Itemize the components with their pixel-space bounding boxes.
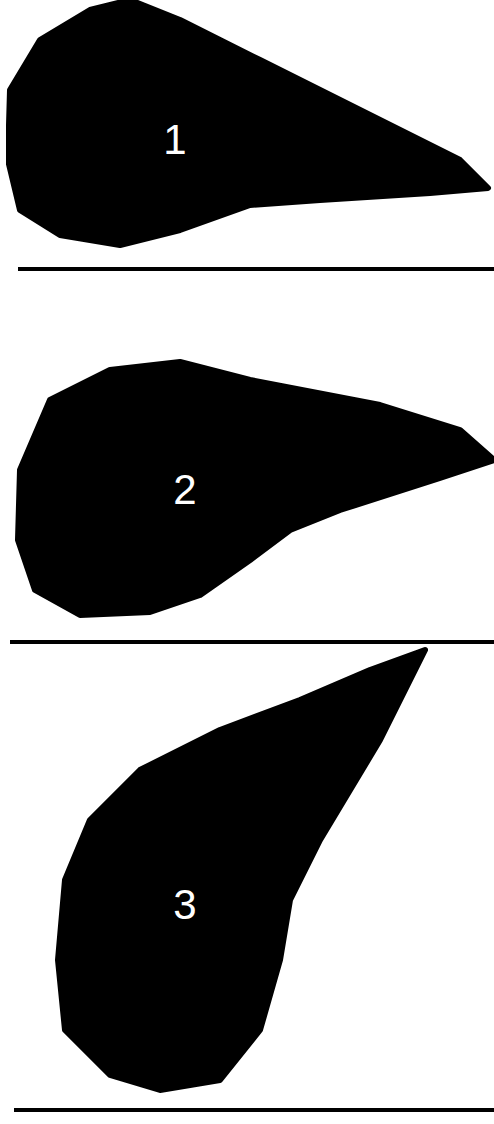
baseline [18, 267, 494, 271]
blob-fill [8, 0, 488, 245]
shape-number: 2 [173, 469, 196, 511]
blob-outline [14, 358, 494, 618]
shape-number: 1 [163, 119, 186, 161]
blob-shape: 2 [14, 358, 494, 618]
blob-fill [58, 650, 425, 1090]
blob-shape: 1 [6, 0, 492, 250]
shape-number: 3 [173, 884, 196, 926]
blob-outline [54, 646, 428, 1094]
baseline [14, 1108, 494, 1112]
blob-outline [6, 0, 492, 250]
blob-fill [18, 362, 494, 615]
blob-shape: 3 [54, 646, 428, 1094]
baseline [10, 640, 494, 644]
